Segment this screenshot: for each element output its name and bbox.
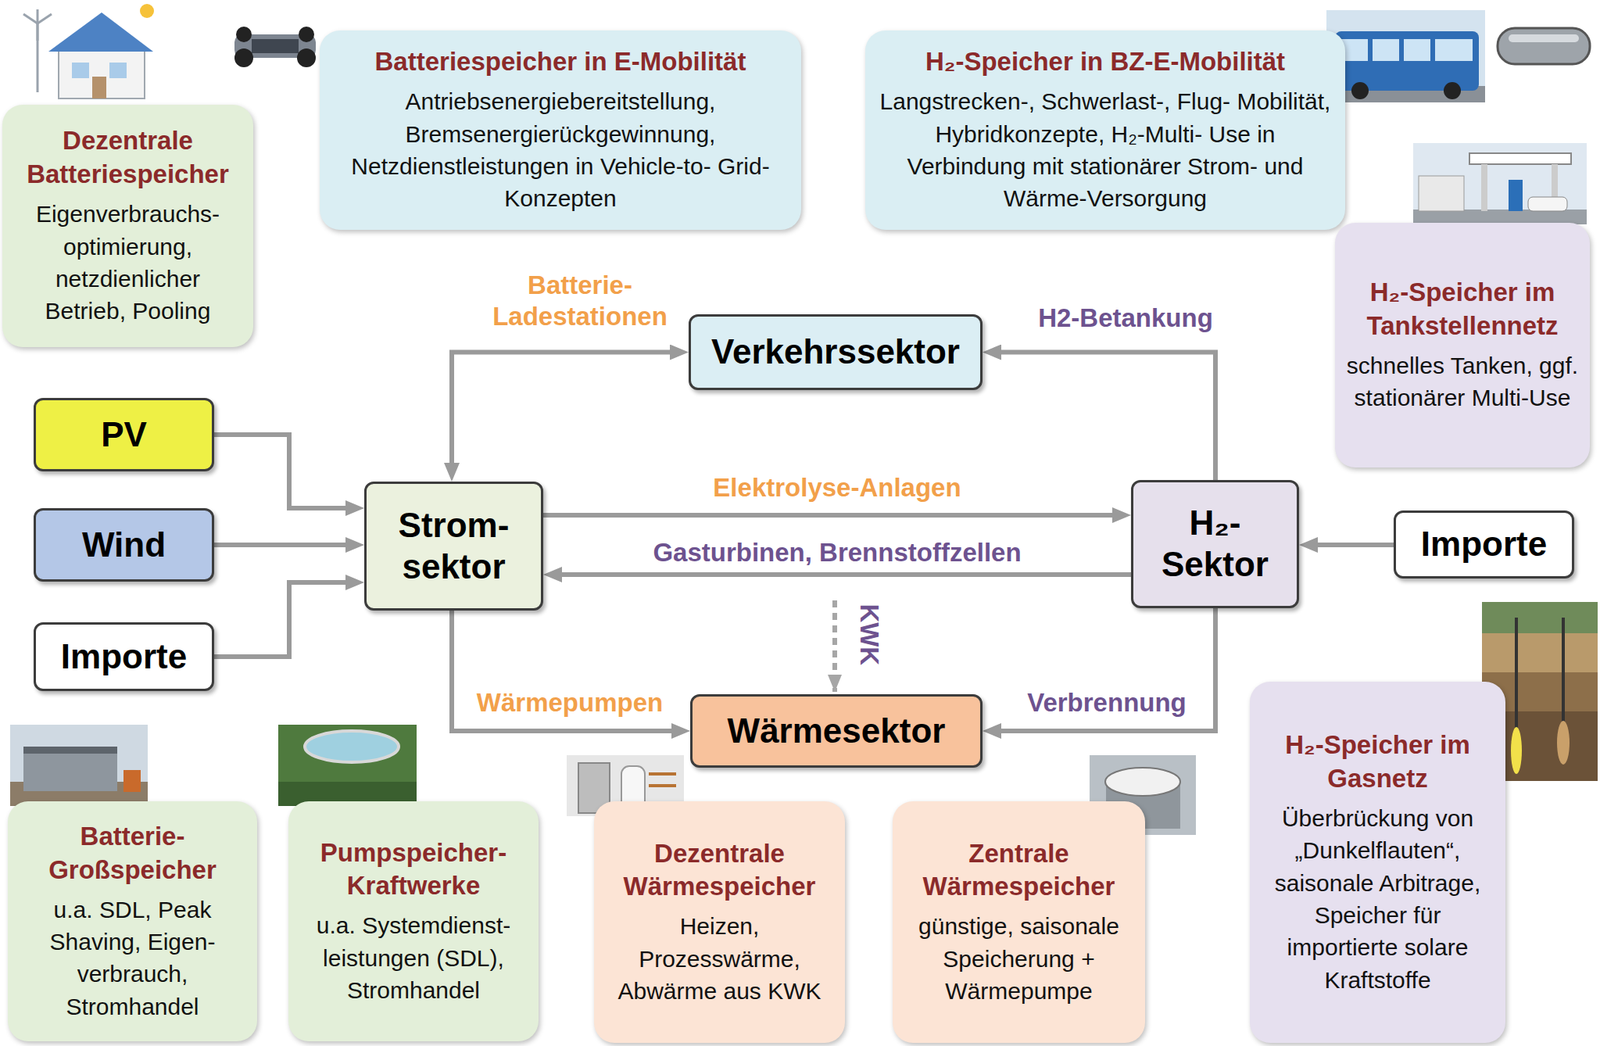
flow-arrow [551, 572, 1132, 577]
sector-box: Strom- sektor [364, 481, 544, 611]
source-box: Importe [33, 622, 215, 691]
box-label: Importe [1402, 523, 1566, 566]
box-body: u.a. SDL, Peak Shaving, Eigen- verbrauch… [18, 893, 247, 1024]
box-body: Antriebsenergiebereitstellung, Bremsener… [330, 85, 791, 215]
battery-storage-building-photo [10, 724, 148, 806]
flow-arrow [214, 434, 357, 509]
sector-box: H₂- Sektor [1131, 479, 1300, 609]
sector-box: Verkehrssektor [688, 314, 983, 391]
box-heading: Pumpspeicher- Kraftwerke [299, 836, 528, 904]
source-box: Wind [33, 508, 215, 582]
source-box: PV [33, 397, 215, 472]
box-body: u.a. Systemdienst- leistungen (SDL), Str… [299, 909, 528, 1006]
edge-label: Verbrennung [1027, 687, 1187, 719]
flow-arrow [451, 352, 681, 475]
flow-arrow [543, 512, 1124, 518]
edge-label: Elektrolyse-Anlagen [712, 472, 961, 504]
pumped-storage-photo [278, 724, 417, 806]
storage-info-box: Dezentrale WärmespeicherHeizen, Prozessw… [594, 801, 845, 1043]
storage-info-box: Zentrale Wärmespeichergünstige, saisonal… [892, 801, 1146, 1043]
box-label: Verkehrssektor [697, 331, 974, 373]
flow-arrow [214, 582, 357, 657]
storage-info-box: Pumpspeicher- Kraftwerkeu.a. Systemdiens… [288, 801, 539, 1042]
box-label: H₂- Sektor [1139, 502, 1291, 586]
box-body: Heizen, Prozesswärme, Abwärme aus KWK [604, 909, 835, 1007]
sector-box: Wärmesektor [690, 694, 983, 768]
box-body: Langstrecken-, Schwerlast-, Flug- Mobili… [876, 85, 1335, 215]
storage-info-box: H₂-Speicher in BZ-E-MobilitätLangstrecke… [865, 30, 1346, 230]
box-label: Importe [42, 636, 206, 678]
annotation-label: KWK [853, 604, 885, 666]
box-body: schnelles Tanken, ggf. stationärer Multi… [1345, 349, 1579, 415]
flow-arrow [451, 610, 683, 731]
chp-dashed-arrow [834, 600, 836, 692]
storage-info-box: Batteriespeicher in E-MobilitätAntriebse… [319, 30, 802, 230]
box-label: PV [42, 414, 206, 456]
house-illustration [23, 3, 154, 99]
box-heading: Batteriespeicher in E-Mobilität [330, 45, 791, 79]
flow-arrow [990, 608, 1216, 731]
edge-label: H2-Betankung [1038, 302, 1214, 334]
box-body: Überbrückung von „Dunkelflauten“, saison… [1260, 801, 1495, 996]
box-heading: Zentrale Wärmespeicher [903, 837, 1135, 905]
box-body: Eigenverbrauchs- optimierung, netzdienli… [13, 197, 243, 328]
box-heading: Dezentrale Wärmespeicher [604, 837, 835, 905]
storage-info-box: Batterie- Großspeicheru.a. SDL, Peak Sha… [7, 801, 258, 1042]
edge-label: Gasturbinen, Brennstoffzellen [652, 536, 1021, 569]
filling-station-photo [1413, 143, 1587, 225]
box-label: Wind [42, 524, 206, 566]
flow-arrow [1306, 542, 1394, 548]
flow-arrow [990, 352, 1216, 481]
box-heading: H₂-Speicher im Tankstellennetz [1345, 275, 1579, 344]
box-label: Strom- sektor [372, 504, 535, 588]
bus-photo [1326, 10, 1486, 103]
storage-info-box: H₂-Speicher im GasnetzÜberbrückung von „… [1249, 681, 1506, 1043]
box-heading: Batterie- Großspeicher [18, 819, 247, 888]
box-heading: H₂-Speicher im Gasnetz [1260, 728, 1495, 796]
box-heading: Dezentrale Batteriespeicher [13, 124, 243, 192]
storage-info-box: H₂-Speicher im Tankstellennetzschnelles … [1335, 222, 1590, 468]
box-label: Wärmesektor [698, 710, 974, 752]
edge-label: Batterie- Ladestationen [462, 269, 698, 332]
box-body: günstige, saisonale Speicherung + Wärmep… [903, 909, 1135, 1007]
flow-arrow [214, 542, 357, 548]
edge-label: Wärmepumpen [476, 687, 663, 719]
hydrogen-tank-illustration [1497, 28, 1590, 65]
box-heading: H₂-Speicher in BZ-E-Mobilität [876, 45, 1335, 79]
storage-info-box: Dezentrale BatteriespeicherEigenverbrauc… [2, 104, 254, 348]
source-box: Importe [1393, 510, 1575, 579]
car-chassis-illustration [234, 26, 316, 68]
